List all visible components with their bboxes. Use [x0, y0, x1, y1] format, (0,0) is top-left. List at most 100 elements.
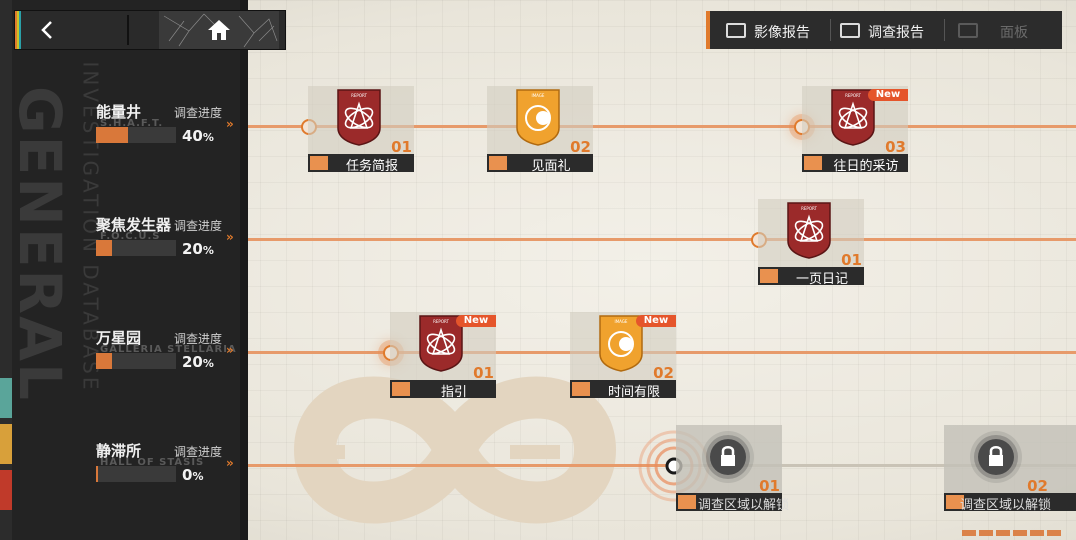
story-card-image[interactable]: IMAGE New 02 时间有限	[570, 312, 676, 400]
sidebar-edge	[240, 0, 248, 540]
back-button[interactable]	[25, 11, 125, 49]
image-badge-icon: IMAGE	[516, 89, 560, 146]
card-number: 01	[473, 364, 494, 382]
tab-panel[interactable]: 面板	[942, 11, 1058, 49]
progress-label: 调查进度	[174, 219, 223, 233]
card-number: 01	[759, 477, 780, 495]
progress-value: 20%	[182, 353, 214, 371]
story-card-report[interactable]: REPORT New 01 指引	[390, 312, 496, 400]
progress-fill	[96, 353, 112, 369]
image-report-icon	[392, 382, 410, 396]
progress-label: 调查进度	[174, 445, 223, 459]
new-badge: New	[636, 315, 676, 327]
nav-stripes	[15, 11, 21, 49]
region-english: S.H.A.F.T.	[100, 118, 164, 129]
chevron-left-icon	[41, 21, 52, 39]
card-caption: 指引	[390, 380, 496, 400]
story-card-report[interactable]: REPORT New 03 往日的采访	[802, 86, 908, 174]
card-number: 01	[841, 251, 862, 269]
region-item-stasis[interactable]: 静滞所 调查进度 HALL OF STASIS 0% »	[96, 440, 234, 500]
card-caption: 时间有限	[570, 380, 676, 400]
card-title: 见面礼	[531, 159, 571, 174]
card-number: 02	[570, 138, 591, 156]
region-item-shaft[interactable]: 能量井 调查进度 S.H.A.F.T. 40% »	[96, 101, 234, 161]
card-number: 02	[1027, 477, 1048, 495]
svg-text:IMAGE: IMAGE	[615, 319, 628, 324]
image-report-icon	[760, 269, 778, 283]
card-caption: 任务简报	[308, 154, 414, 174]
card-caption: 见面礼	[487, 154, 593, 174]
lock-circle	[710, 439, 746, 475]
sidebar-color-tags	[0, 378, 12, 516]
tab-investigation-report[interactable]: 调查报告	[824, 11, 942, 49]
story-card-locked[interactable]: 02 调查区域以解锁	[944, 425, 1076, 513]
new-badge: New	[456, 315, 496, 327]
card-caption: 一页日记	[758, 267, 864, 287]
tab-label: 调查报告	[868, 25, 924, 41]
panel-icon	[958, 23, 978, 38]
card-number: 02	[653, 364, 674, 382]
track-stasis	[248, 464, 678, 467]
progress-fill	[96, 240, 112, 256]
region-name: 静滞所	[96, 442, 142, 460]
progress-fill	[96, 466, 98, 482]
track-stasis-locked	[678, 464, 1076, 467]
report-badge-icon: REPORT	[787, 202, 831, 259]
story-card-image[interactable]: IMAGE 02 见面礼	[487, 86, 593, 174]
home-button[interactable]	[159, 11, 279, 49]
image-report-icon	[489, 156, 507, 170]
card-title: 调查区域以解锁	[960, 498, 1052, 513]
progress-bar	[96, 466, 176, 482]
nav-divider	[127, 15, 129, 45]
card-title: 调查区域以解锁	[698, 498, 790, 513]
svg-text:IMAGE: IMAGE	[532, 93, 545, 98]
image-report-icon	[726, 23, 746, 38]
progress-bar	[96, 353, 176, 369]
story-card-locked[interactable]: 01 调查区域以解锁	[676, 425, 790, 513]
region-english: HALL OF STASIS	[100, 457, 205, 468]
card-caption: 调查区域以解锁	[944, 493, 1076, 513]
story-card-report[interactable]: REPORT 01 任务简报	[308, 86, 414, 174]
region-sidebar: GENERAL INVESTIGATION DATABASE 能量井 调查进度 …	[0, 0, 248, 540]
new-badge: New	[868, 89, 908, 101]
tab-image-report[interactable]: 影像报告	[710, 11, 828, 49]
progress-value: 0%	[182, 466, 204, 484]
image-report-icon	[572, 382, 590, 396]
svg-text:REPORT: REPORT	[351, 93, 367, 98]
svg-text:REPORT: REPORT	[801, 206, 817, 211]
home-icon	[208, 20, 230, 40]
page-indicator	[962, 521, 1064, 540]
image-badge-icon: IMAGE	[599, 315, 643, 372]
double-chevron-icon: »	[226, 456, 234, 470]
card-number: 03	[885, 138, 906, 156]
lock-circle	[978, 439, 1014, 475]
region-item-galleria[interactable]: 万星园 调查进度 GALLERIA STELLARIA 20% »	[96, 327, 236, 387]
card-title: 指引	[440, 385, 467, 400]
region-name: 聚焦发生器	[96, 216, 172, 234]
card-caption: 往日的采访	[802, 154, 908, 174]
svg-text:REPORT: REPORT	[845, 93, 861, 98]
report-badge-icon: REPORT	[419, 315, 463, 372]
progress-bar	[96, 240, 176, 256]
card-number: 01	[391, 138, 412, 156]
progress-label: 调查进度	[174, 106, 223, 120]
region-item-focus[interactable]: 聚焦发生器 调查进度 F.O.C.U.S 20% »	[96, 214, 234, 274]
tab-label: 影像报告	[754, 25, 810, 41]
lock-icon	[721, 446, 735, 466]
region-english: F.O.C.U.S	[100, 231, 161, 242]
lock-icon	[989, 446, 1003, 466]
report-icon	[840, 23, 860, 38]
tab-separator	[830, 19, 831, 41]
progress-value: 40%	[182, 127, 214, 145]
region-english: GALLERIA STELLARIA	[100, 344, 237, 355]
progress-bar	[96, 127, 176, 143]
svg-text:REPORT: REPORT	[433, 319, 449, 324]
card-title: 一页日记	[795, 272, 848, 287]
double-chevron-icon: »	[226, 117, 234, 131]
image-report-icon	[946, 495, 964, 509]
card-title: 时间有限	[607, 385, 660, 400]
network-pattern	[163, 13, 278, 48]
double-chevron-icon: »	[226, 230, 234, 244]
story-card-report[interactable]: REPORT 01 一页日记	[758, 199, 864, 287]
